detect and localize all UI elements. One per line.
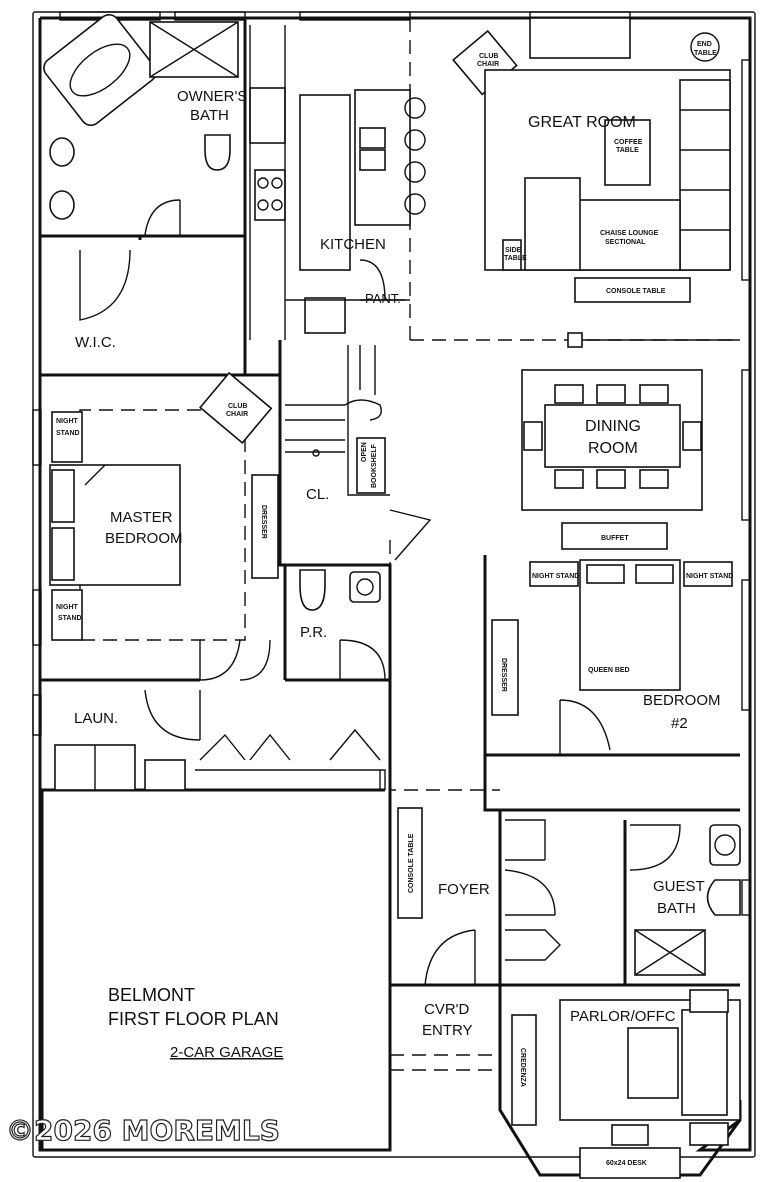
bedroom2-label-1: BEDROOM bbox=[643, 692, 721, 709]
master-label-2: BEDROOM bbox=[105, 530, 183, 547]
fixtures bbox=[43, 14, 741, 976]
owners-bath-label-2: BATH bbox=[190, 107, 229, 124]
master-label-1: MASTER bbox=[110, 509, 173, 526]
kitchen-fixtures bbox=[249, 25, 426, 340]
cvrd-entry-label-1: CVR'D bbox=[424, 1001, 470, 1018]
title-block: BELMONT FIRST FLOOR PLAN 2-CAR GARAGE bbox=[108, 985, 283, 1061]
dresser-label-2: DRESSER bbox=[500, 658, 507, 692]
buffet-label: BUFFET bbox=[601, 535, 629, 542]
console-table-label-2: CONSOLE TABLE bbox=[408, 833, 415, 893]
club-chair-label-2a: CLUB bbox=[228, 403, 247, 410]
side-table-label-1: SIDE bbox=[505, 247, 522, 254]
end-table-label-1: END bbox=[697, 41, 712, 48]
stair bbox=[285, 345, 390, 496]
wic-label: W.I.C. bbox=[75, 334, 116, 351]
dresser-label-1: DRESSER bbox=[260, 505, 267, 539]
furniture-labels: CLUB CHAIR END TABLE COFFEE TABLE CHAISE… bbox=[56, 41, 733, 1167]
club-chair-label-1a: CLUB bbox=[479, 53, 498, 60]
plan-title-line-1: BELMONT bbox=[108, 985, 195, 1005]
dining-furniture bbox=[521, 369, 703, 550]
garage-label: 2-CAR GARAGE bbox=[170, 1044, 283, 1061]
bedroom2-furniture bbox=[491, 559, 733, 716]
coffee-table-label-1: COFFEE bbox=[614, 139, 643, 146]
great-room-furniture bbox=[452, 17, 740, 348]
guest-bath-label-1: GUEST bbox=[653, 878, 705, 895]
night-stand-label-1b: STAND bbox=[56, 430, 80, 437]
open-bookshelf-label-2: BOOKSHELF bbox=[371, 443, 378, 488]
coffee-table-label-2: TABLE bbox=[616, 147, 639, 154]
night-stand-label-3: NIGHT STAND bbox=[532, 573, 579, 580]
cvrd-entry-label-2: ENTRY bbox=[422, 1022, 473, 1039]
owners-bath-label-1: OWNER'S bbox=[177, 88, 247, 105]
foyer-furniture bbox=[195, 769, 741, 1179]
club-chair-label-2b: CHAIR bbox=[226, 411, 248, 418]
guest-bath-label-2: BATH bbox=[657, 900, 696, 917]
kitchen-label: KITCHEN bbox=[320, 236, 386, 253]
credenza-label: CREDENZA bbox=[519, 1048, 526, 1087]
dining-label-2: ROOM bbox=[588, 440, 638, 457]
parlor-label: PARLOR/OFFC bbox=[570, 1008, 676, 1025]
closet-label: CL. bbox=[306, 486, 329, 503]
great-room-label: GREAT ROOM bbox=[528, 114, 636, 131]
end-table-label-2: TABLE bbox=[694, 50, 717, 57]
night-stand-label-4: NIGHT STAND bbox=[686, 573, 733, 580]
open-bookshelf-label-1: OPEN bbox=[361, 442, 368, 462]
doors bbox=[79, 199, 681, 986]
windows bbox=[32, 11, 751, 916]
watermark: ©2026 MOREMLS bbox=[6, 1114, 280, 1147]
queen-bed-label: QUEEN BED bbox=[588, 667, 630, 674]
club-chair-label-1b: CHAIR bbox=[477, 61, 499, 68]
side-table-label-2: TABLE bbox=[504, 255, 527, 262]
bedroom2-label-2: #2 bbox=[671, 715, 688, 732]
night-stand-label-2b: STAND bbox=[58, 615, 82, 622]
desk-label: 60x24 DESK bbox=[606, 1160, 647, 1167]
master-furniture bbox=[49, 371, 279, 641]
chaise-label-2: SECTIONAL bbox=[605, 239, 646, 246]
foyer-label: FOYER bbox=[438, 881, 490, 898]
console-table-label: CONSOLE TABLE bbox=[606, 288, 666, 295]
chaise-label-1: CHAISE LOUNGE bbox=[600, 230, 659, 237]
pantry-label: PANT. bbox=[365, 291, 401, 306]
plan-title-line-2: FIRST FLOOR PLAN bbox=[108, 1009, 279, 1029]
room-labels: OWNER'S BATH KITCHEN PANT. GREAT ROOM W.… bbox=[74, 88, 721, 1039]
laundry-label: LAUN. bbox=[74, 710, 118, 727]
dining-label-1: DINING bbox=[585, 418, 641, 435]
night-stand-label-1a: NIGHT bbox=[56, 418, 79, 425]
night-stand-label-2a: NIGHT bbox=[56, 604, 79, 611]
powder-room-label: P.R. bbox=[300, 624, 327, 641]
